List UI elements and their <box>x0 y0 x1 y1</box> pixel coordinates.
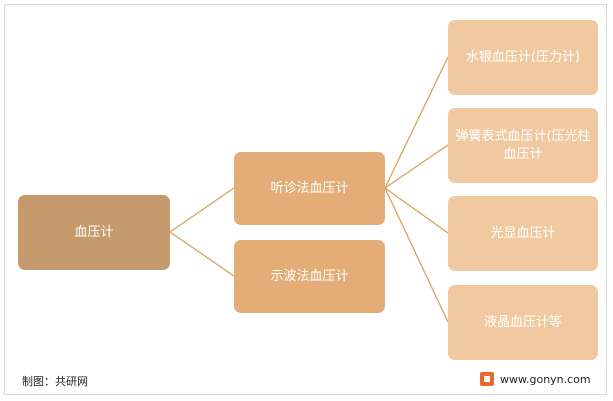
brand-logo-icon <box>480 372 494 386</box>
node-label: 听诊法血压计 <box>270 180 349 196</box>
node-label: 光显血压计 <box>490 225 556 241</box>
node-lcd-type: 液晶血压计等 <box>448 285 598 360</box>
node-oscillometric-type: 示波法血压计 <box>234 240 385 313</box>
connector-root-to-oscillometric <box>169 231 235 277</box>
connector-auscultation-to-optical <box>384 187 449 234</box>
source-credit: 制图：共研网 <box>22 375 88 388</box>
node-sphygmomanometer: 血压计 <box>18 195 170 270</box>
node-optical-type: 光显血压计 <box>448 196 598 271</box>
website-url: www.gonyn.com <box>500 372 591 386</box>
node-mercury-type: 水银血压计(压力计) <box>448 20 598 95</box>
connector-auscultation-to-lcd <box>384 187 449 323</box>
connector-root-to-auscultation <box>169 187 235 233</box>
node-auscultation-type: 听诊法血压计 <box>234 152 385 225</box>
connector-auscultation-to-mercury <box>384 56 449 189</box>
node-label: 液晶血压计等 <box>483 314 562 330</box>
connector-auscultation-to-spring <box>384 144 449 189</box>
diagram-frame <box>4 4 607 395</box>
website-footer: www.gonyn.com <box>480 372 591 386</box>
node-spring-type: 弹簧表式血压计(压光柱血压计 <box>448 108 598 183</box>
node-label: 血压计 <box>74 224 114 240</box>
node-label: 弹簧表式血压计(压光柱血压计 <box>455 128 591 162</box>
node-label: 水银血压计(压力计) <box>465 49 581 65</box>
node-label: 示波法血压计 <box>270 268 349 284</box>
